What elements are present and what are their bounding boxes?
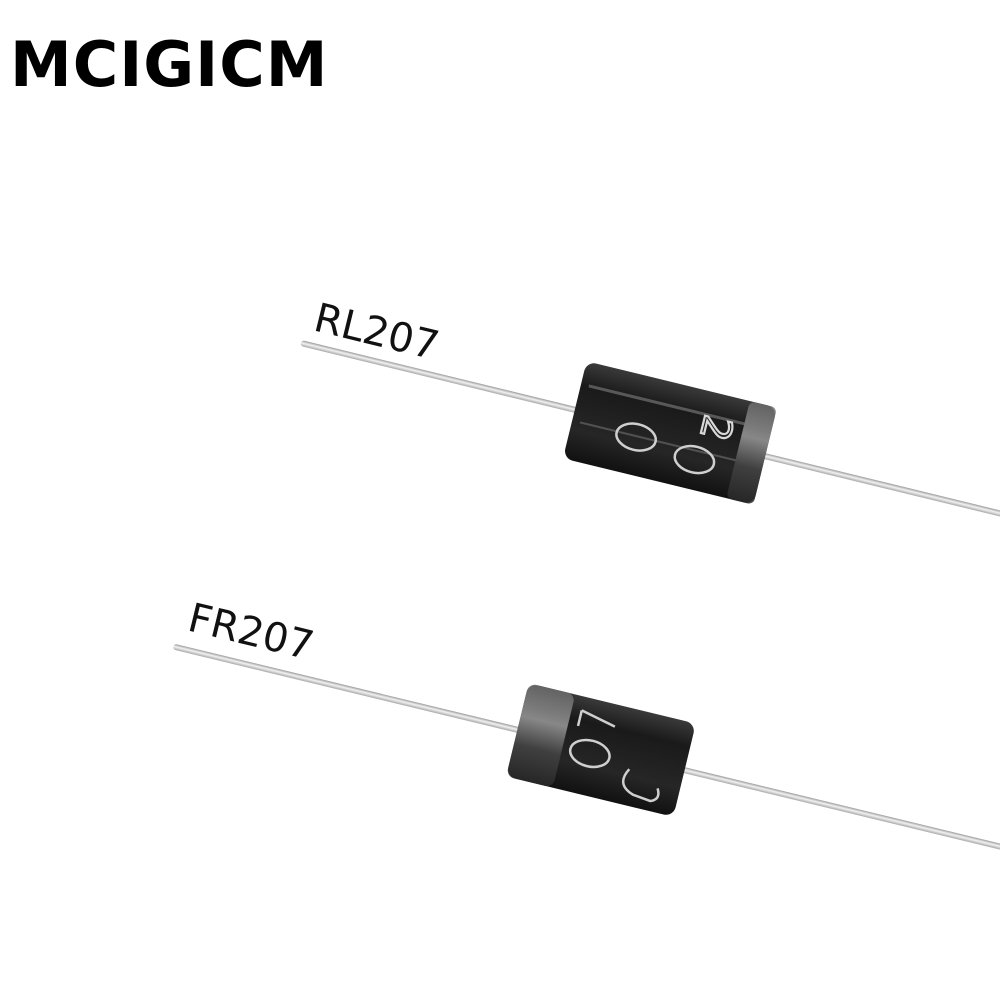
diode-rl207: RL207 2 [300,295,1000,526]
diode-fr207: FR207 [173,595,1000,852]
body-marking-zero [568,738,611,769]
cathode-band [507,684,574,787]
brand-logo: MCIGICM [10,28,329,101]
component-label-fr207: FR207 [184,595,318,670]
body-marking-top-glyph [576,709,616,728]
body-marking-c-glyph [622,768,660,803]
cathode-band [727,402,776,504]
diode-body [565,363,775,503]
